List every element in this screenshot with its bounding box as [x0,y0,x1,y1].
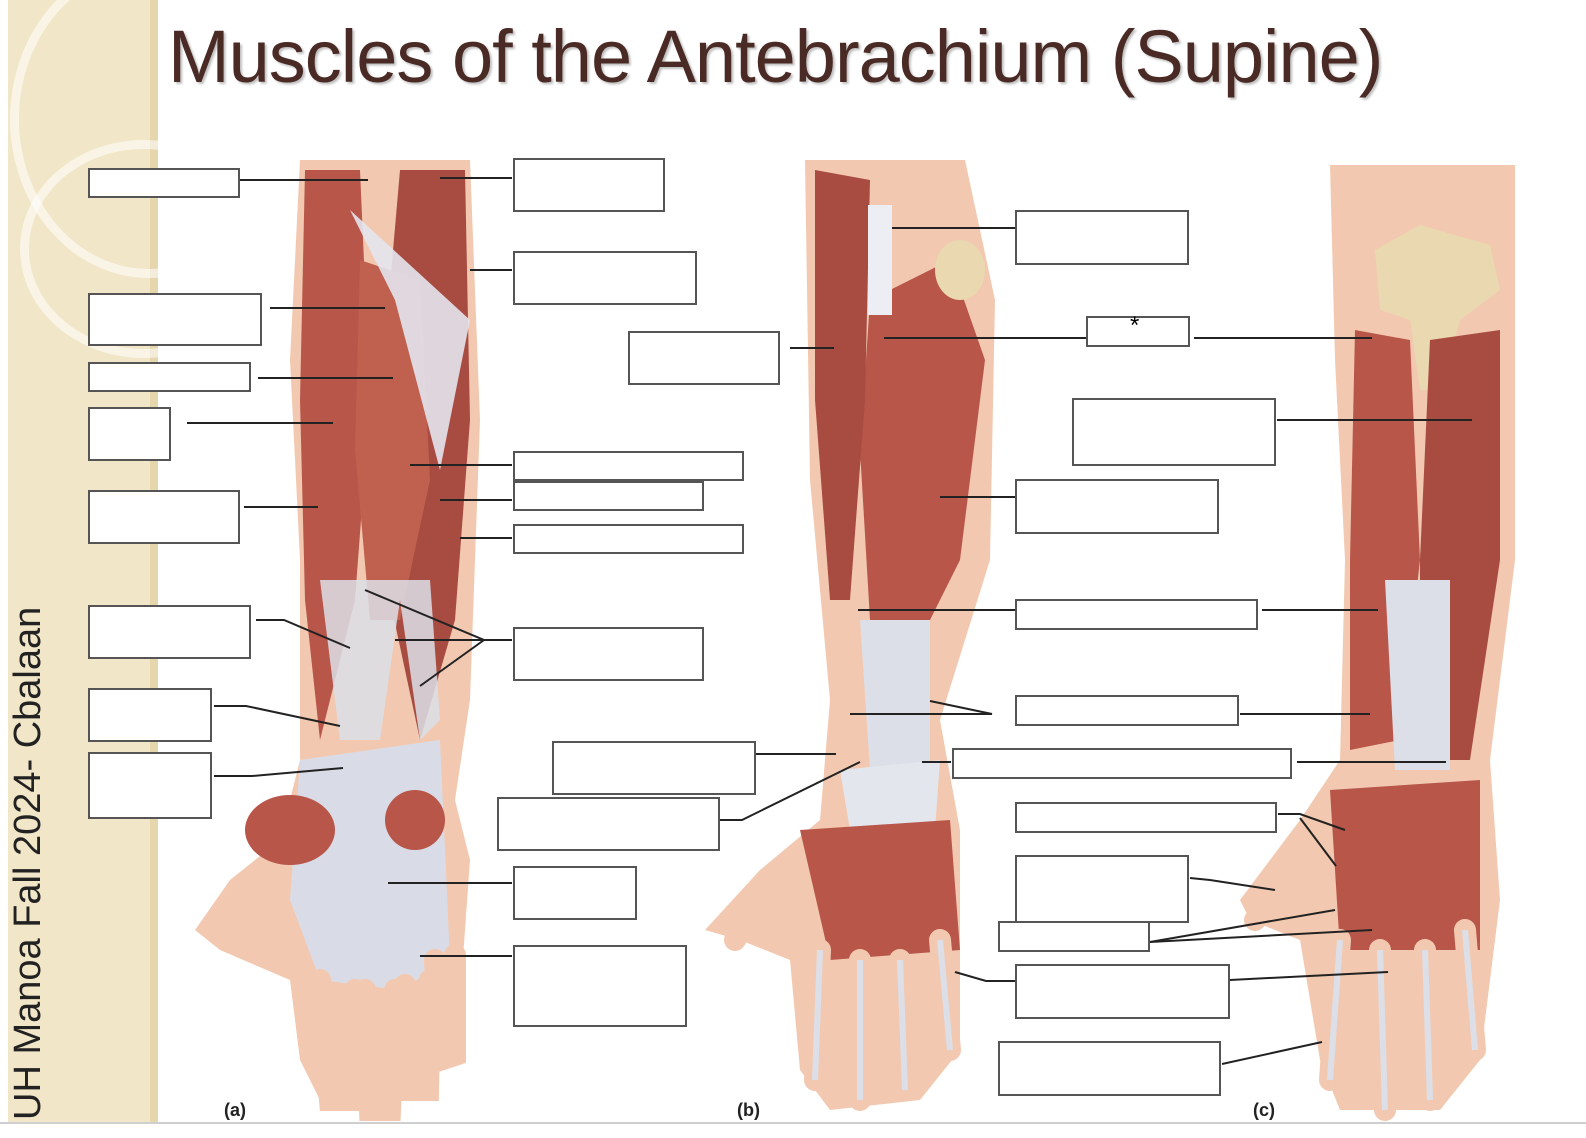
label-box[interactable] [552,741,756,795]
label-box[interactable] [513,524,744,554]
forearm-c-illustration [1240,165,1515,1121]
leader-line [1229,971,1389,981]
label-box[interactable] [952,748,1292,779]
panel-label-b: (b) [737,1100,760,1120]
forearm-a-hypothenar [385,790,445,850]
label-box[interactable] [513,866,637,920]
label-box[interactable] [497,797,720,851]
forearm-c-finger-tendons [1327,929,1478,1111]
label-box[interactable] [1015,855,1189,923]
label-box[interactable] [628,331,780,385]
leader-line [850,700,993,715]
forearm-b-muscle-deep [860,260,985,640]
leader-line [256,619,351,649]
label-box[interactable] [513,627,704,681]
forearm-a-fingers [309,944,466,1121]
label-box[interactable] [88,168,240,198]
label-box[interactable] [1086,316,1190,347]
forearm-c-elbow-bones [1375,225,1500,390]
label-box[interactable] [513,945,687,1027]
asterisk-marker: * [1130,312,1140,339]
forearm-b-finger-tendons [812,939,953,1100]
label-box[interactable] [513,481,704,511]
forearm-b-epicondyle [935,240,985,300]
label-box[interactable] [1015,210,1189,265]
leader-line [1149,929,1373,943]
label-box[interactable] [88,490,240,544]
label-box[interactable] [513,158,665,212]
forearm-c-palm [1330,780,1480,950]
leader-line [1221,1041,1323,1065]
forearm-b-palm [800,820,960,960]
forearm-a-aponeurosis [350,210,470,470]
forearm-b-illustration [705,160,995,1111]
forearm-a-thenar [245,795,335,865]
leader-line [214,705,341,727]
leader-line [954,971,1015,982]
label-box[interactable] [88,362,251,392]
leader-line [1149,909,1336,943]
slide-title: Muscles of the Antebrachium (Supine) [168,15,1383,98]
forearm-b-retinaculum [840,760,940,830]
label-box[interactable] [513,451,744,481]
label-box[interactable] [88,605,251,659]
forearm-a-palm [290,740,450,990]
slide-bottom-border [0,1122,1586,1124]
forearm-b-muscle-lateral [815,170,870,600]
label-box[interactable] [88,293,262,346]
forearm-a-tendons [320,580,440,740]
label-box[interactable] [1015,479,1219,534]
label-box[interactable] [88,688,212,742]
label-box[interactable] [1015,695,1239,726]
label-box[interactable] [1015,964,1230,1019]
sidebar-edge [150,0,158,1122]
leader-line [720,761,861,821]
leader-line [1299,817,1337,867]
forearm-a-illustration [195,160,480,1121]
leader-line [214,767,344,777]
label-box[interactable] [998,1041,1221,1096]
label-box[interactable] [1072,398,1276,466]
label-box[interactable] [1015,599,1258,630]
leader-line [1278,813,1346,831]
label-box[interactable] [998,921,1150,952]
label-box[interactable] [1015,802,1277,833]
label-box[interactable] [88,752,212,819]
forearm-b-humerus-bone [868,205,892,315]
forearm-b-tendons [860,620,930,770]
forearm-c-tendons [1385,580,1450,770]
panel-label-a: (a) [224,1100,246,1120]
leader-lines [187,177,1472,1065]
panel-label-c: (c) [1253,1100,1275,1120]
label-box[interactable] [88,407,171,461]
decorative-ring [20,140,268,358]
label-box[interactable] [513,251,697,305]
leader-line [1189,877,1276,891]
